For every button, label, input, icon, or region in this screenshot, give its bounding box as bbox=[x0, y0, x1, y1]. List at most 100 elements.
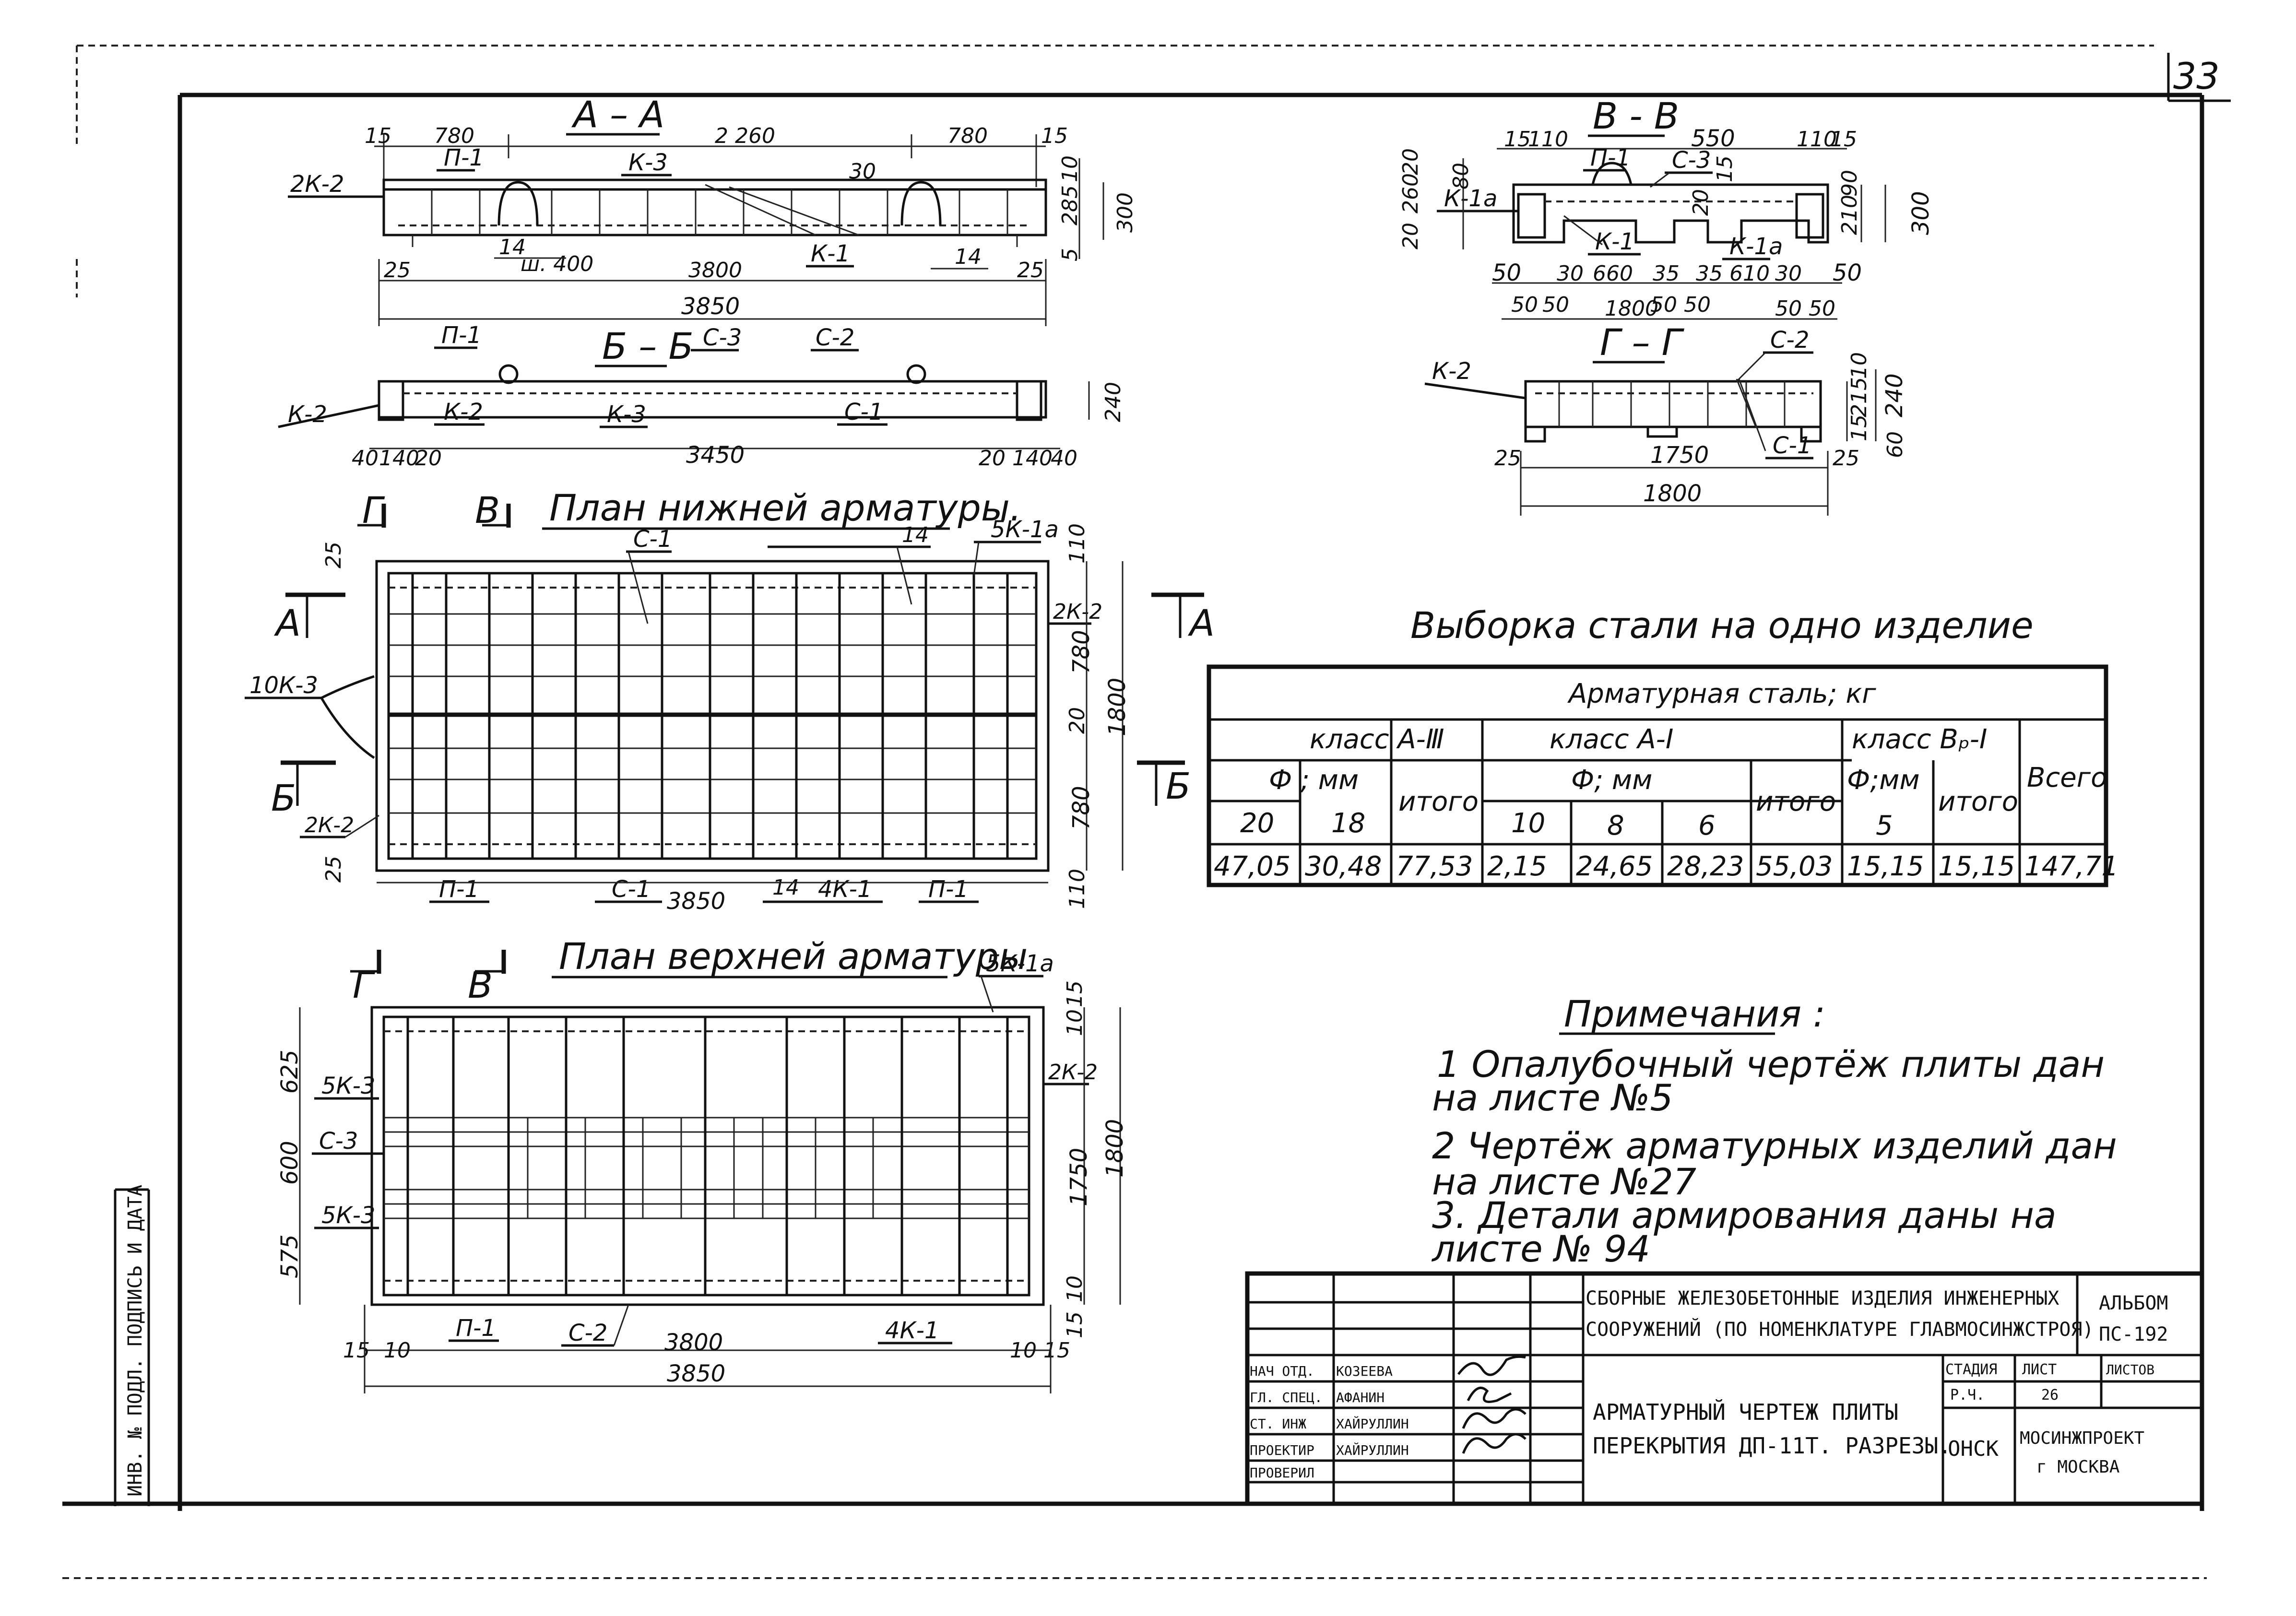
stage: Р.Ч. bbox=[1950, 1387, 1985, 1404]
table-cell: 30,48 bbox=[1305, 851, 1382, 882]
label: П-1 bbox=[439, 876, 479, 903]
section-gg: Г – Г К-2 С-2 С-1 10 215 15 240 60 25 bbox=[1424, 321, 1908, 516]
label: С-2 bbox=[1770, 327, 1809, 354]
dim: 10 bbox=[1063, 1275, 1087, 1302]
dim: 50 bbox=[1650, 293, 1677, 317]
dim: 30 bbox=[1775, 261, 1802, 286]
dim: 25 bbox=[321, 542, 346, 568]
dim: 50 bbox=[1775, 296, 1802, 321]
table-cell: 47,05 bbox=[1214, 851, 1290, 882]
dim: 20 bbox=[1398, 148, 1423, 175]
dim: 780 bbox=[434, 124, 474, 148]
label: 2К-2 bbox=[1048, 1060, 1098, 1085]
dim: 25 bbox=[384, 258, 411, 283]
project-name: СООРУЖЕНИЙ (ПО НОМЕНКЛАТУРЕ ГЛАВМОСИНЖСТ… bbox=[1586, 1318, 2094, 1341]
label: П-1 bbox=[1590, 144, 1631, 171]
dim: 35 bbox=[1653, 261, 1680, 286]
dim: 15 bbox=[365, 124, 391, 148]
cut-mark: А bbox=[1187, 602, 1215, 644]
signature bbox=[1467, 1386, 1512, 1403]
sheet: 26 bbox=[2041, 1387, 2059, 1404]
label: 14 bbox=[772, 875, 799, 900]
plan-bottom: План нижней арматуры. Г В А А Б Б bbox=[245, 486, 1215, 915]
label: 5К-1а bbox=[991, 516, 1059, 543]
section-bb-title: Б – Б bbox=[602, 325, 694, 367]
overall-dim: 1800 bbox=[1643, 480, 1702, 507]
dim: 300 bbox=[1907, 191, 1934, 235]
label: С-3 bbox=[319, 1128, 358, 1155]
dim: 50 bbox=[1684, 293, 1711, 317]
dim: 10 bbox=[1058, 155, 1082, 182]
dim: 240 bbox=[1881, 373, 1908, 417]
label: 4К-1 bbox=[818, 876, 872, 903]
table-cell: 8 bbox=[1607, 810, 1624, 841]
section-aa-title: А – А bbox=[571, 93, 664, 136]
label: П-1 bbox=[928, 876, 969, 903]
dim: 5 bbox=[1058, 248, 1082, 261]
dim: 15 bbox=[1504, 127, 1531, 152]
dim: 80 bbox=[1449, 163, 1473, 189]
name: КОЗЕЕВА bbox=[1336, 1363, 1393, 1379]
dim: 260 bbox=[1398, 173, 1423, 213]
dim: 15 bbox=[1063, 980, 1087, 1007]
role: ГЛ. СПЕЦ. bbox=[1250, 1390, 1323, 1405]
dim: 40 bbox=[352, 446, 379, 471]
dim: 660 bbox=[1593, 261, 1633, 286]
dim: 780 bbox=[1068, 786, 1095, 830]
role: ПРОВЕРИЛ bbox=[1250, 1465, 1314, 1481]
dim: 210 bbox=[1837, 195, 1862, 235]
project-name: СБОРНЫЕ ЖЕЛЕЗОБЕТОННЫЕ ИЗДЕЛИЯ ИНЖЕНЕРНЫ… bbox=[1586, 1287, 2059, 1309]
label: С-2 bbox=[816, 324, 854, 351]
table-cell: 147,71 bbox=[2024, 851, 2118, 882]
sheets-label: ЛИСТОВ bbox=[2106, 1362, 2154, 1378]
label: 2К-2 bbox=[305, 813, 354, 837]
section-aa: А – А 15 780 2 260 780 15 2К- bbox=[288, 93, 1137, 326]
label: 2К-2 bbox=[1053, 600, 1102, 624]
dim: 10 bbox=[1010, 1338, 1037, 1363]
signature bbox=[1457, 1355, 1526, 1376]
label: К-1а bbox=[1729, 233, 1783, 260]
plan-bottom-title: План нижней арматуры. bbox=[549, 486, 1021, 529]
sheet-frame bbox=[62, 45, 2231, 1579]
label: 4К-1 bbox=[885, 1317, 939, 1344]
label: К-3 bbox=[628, 149, 668, 176]
label: К-1а bbox=[1444, 185, 1497, 212]
label: К-1 bbox=[1595, 228, 1634, 255]
dim: 3800 bbox=[664, 1329, 723, 1356]
dim: 20 bbox=[1065, 707, 1089, 734]
dim: 50 bbox=[1809, 296, 1835, 321]
dim: 780 bbox=[947, 124, 988, 148]
label: К-2 bbox=[1432, 358, 1471, 385]
cut-mark: Г bbox=[353, 964, 376, 1006]
dim: 15 bbox=[1830, 127, 1857, 152]
dim: 3800 bbox=[688, 258, 742, 283]
label: К-2 bbox=[444, 399, 483, 425]
dim: 625 bbox=[276, 1050, 303, 1094]
dim: 780 bbox=[1068, 630, 1095, 674]
dim: 20 bbox=[979, 446, 1006, 471]
dim: 20 bbox=[415, 446, 442, 471]
note-line: на листе №27 bbox=[1432, 1160, 1696, 1203]
side-stamp: ИНВ. № ПОДЛ. ПОДПИСЬ И ДАТА bbox=[124, 1185, 146, 1497]
table-cell: 15,15 bbox=[1847, 851, 1924, 882]
dim: 110 bbox=[1528, 127, 1568, 152]
notes: Примечания : 1 Опалубочный чертёж плиты … bbox=[1431, 992, 2117, 1270]
label: 5К-1а bbox=[986, 950, 1054, 977]
dim: 110 bbox=[1797, 127, 1837, 152]
label: К-3 bbox=[607, 401, 646, 428]
label: 14 bbox=[902, 523, 929, 547]
steel-table-title: Выборка стали на одно изделие bbox=[1410, 604, 2034, 647]
table-cell: 55,03 bbox=[1756, 851, 1833, 882]
label: 2К-2 bbox=[290, 171, 344, 198]
role: СТ. ИНЖ bbox=[1250, 1416, 1306, 1432]
signature bbox=[1462, 1433, 1527, 1454]
dim: 140 bbox=[1012, 446, 1053, 471]
cut-mark: В bbox=[475, 489, 500, 531]
name: АФАНИН bbox=[1336, 1390, 1385, 1405]
city: г МОСКВА bbox=[2036, 1457, 2120, 1477]
table-cell: 18 bbox=[1331, 808, 1365, 839]
name: ХАЙРУЛЛИН bbox=[1336, 1415, 1409, 1432]
dim: 25 bbox=[1017, 258, 1044, 283]
dim: 1800 bbox=[1101, 1119, 1128, 1178]
dim: 2 260 bbox=[715, 124, 775, 148]
